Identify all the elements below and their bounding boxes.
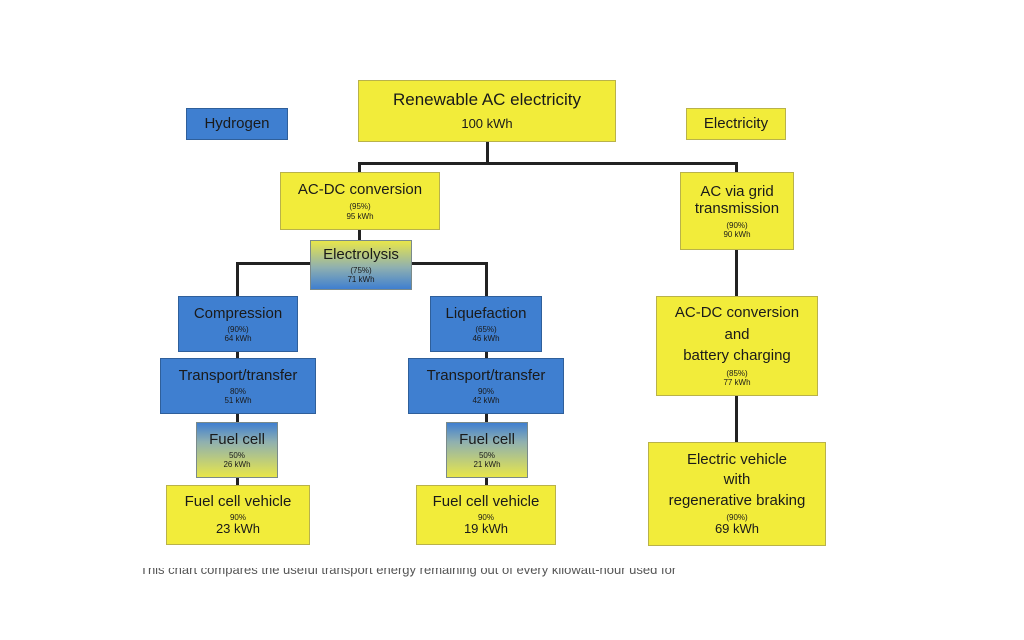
- node-efficiency: 50%: [228, 450, 245, 460]
- node-efficiency: (65%): [475, 324, 497, 334]
- node-efficiency: 90%: [477, 513, 494, 523]
- legend-electricity: Electricity: [686, 108, 786, 140]
- caption: This chart compares the useful transport…: [140, 568, 900, 580]
- node-label: Fuel cell vehicle: [432, 492, 540, 510]
- node-label: Fuel cell: [459, 430, 515, 448]
- node-fuelcell-liquefaction: Fuel cell 50% 21 kWh: [446, 422, 528, 478]
- caption-text: This chart compares the useful transport…: [140, 568, 677, 577]
- node-kwh: 26 kWh: [223, 460, 251, 470]
- node-battery-charging: AC-DC conversion and battery charging (8…: [656, 296, 818, 396]
- connector-root-down: [486, 140, 489, 164]
- node-kwh: 46 kWh: [472, 334, 500, 344]
- legend-hydrogen-label: Hydrogen: [204, 115, 270, 133]
- node-label: Transport/transfer: [178, 366, 298, 384]
- node-efficiency: (75%): [350, 265, 372, 275]
- connector-compression-chain: [236, 350, 239, 488]
- node-label-line1: AC via grid: [700, 182, 774, 200]
- node-kwh: 77 kWh: [723, 378, 751, 388]
- node-label: Transport/transfer: [426, 366, 546, 384]
- node-kwh: 42 kWh: [472, 396, 500, 406]
- node-efficiency: 90%: [229, 513, 246, 523]
- node-renewable-ac: Renewable AC electricity 100 kWh: [358, 80, 616, 142]
- node-label: Electrolysis: [323, 245, 399, 263]
- node-electrolysis: Electrolysis (75%) 71 kWh: [310, 240, 412, 290]
- node-label-line1: AC-DC conversion: [674, 304, 800, 322]
- node-kwh: 64 kWh: [224, 334, 252, 344]
- connector-charging-ev: [735, 394, 738, 444]
- node-efficiency: (90%): [726, 512, 748, 522]
- connector-to-liquefaction: [485, 262, 488, 298]
- node-label-line1: Electric vehicle: [686, 451, 788, 469]
- node-kwh: 51 kWh: [224, 396, 252, 406]
- connector-acdc-electrolysis: [358, 228, 361, 242]
- node-grid-transmission: AC via grid transmission (90%) 90 kWh: [680, 172, 794, 250]
- connector-to-acdc: [358, 162, 361, 174]
- node-kwh: 90 kWh: [723, 230, 751, 240]
- node-label: Fuel cell vehicle: [184, 492, 292, 510]
- node-label: AC-DC conversion: [297, 181, 423, 199]
- node-efficiency: 80%: [229, 386, 246, 396]
- node-label: Renewable AC electricity: [392, 89, 582, 109]
- connector-to-compression: [236, 262, 239, 298]
- legend-hydrogen: Hydrogen: [186, 108, 288, 140]
- node-kwh: 21 kWh: [473, 460, 501, 470]
- node-electric-vehicle: Electric vehicle with regenerative braki…: [648, 442, 826, 546]
- node-label-line3: regenerative braking: [668, 491, 806, 509]
- node-transport-liquefaction: Transport/transfer 90% 42 kWh: [408, 358, 564, 414]
- connector-top-horizontal: [358, 162, 738, 165]
- node-label-line2: and: [724, 325, 750, 343]
- node-fuelcell-compression: Fuel cell 50% 26 kWh: [196, 422, 278, 478]
- connector-grid-charging: [735, 248, 738, 298]
- node-kwh: 71 kWh: [347, 275, 375, 285]
- node-efficiency: (85%): [726, 369, 748, 379]
- node-efficiency: 90%: [477, 386, 494, 396]
- node-transport-compression: Transport/transfer 80% 51 kWh: [160, 358, 316, 414]
- node-kwh: 100 kWh: [461, 116, 513, 132]
- connector-liquefaction-chain: [485, 350, 488, 488]
- node-acdc-conversion: AC-DC conversion (95%) 95 kWh: [280, 172, 440, 230]
- node-label-line2: transmission: [694, 199, 780, 217]
- node-efficiency: (90%): [227, 324, 249, 334]
- node-label-line3: battery charging: [683, 346, 791, 364]
- node-efficiency: 50%: [478, 450, 495, 460]
- node-fuelcell-vehicle-liquefaction: Fuel cell vehicle 90% 19 kWh: [416, 485, 556, 545]
- node-label: Liquefaction: [445, 304, 527, 322]
- node-label-line2: with: [723, 471, 751, 489]
- legend-electricity-label: Electricity: [703, 115, 769, 133]
- node-label: Compression: [193, 304, 283, 322]
- node-efficiency: (90%): [726, 221, 748, 231]
- node-efficiency: (95%): [349, 202, 371, 212]
- node-kwh: 19 kWh: [463, 521, 509, 537]
- node-label: Fuel cell: [209, 430, 265, 448]
- node-kwh: 69 kWh: [714, 521, 760, 536]
- connector-to-grid: [735, 162, 738, 174]
- node-liquefaction: Liquefaction (65%) 46 kWh: [430, 296, 542, 352]
- node-kwh: 95 kWh: [346, 211, 374, 221]
- node-fuelcell-vehicle-compression: Fuel cell vehicle 90% 23 kWh: [166, 485, 310, 545]
- node-kwh: 23 kWh: [215, 521, 261, 537]
- node-compression: Compression (90%) 64 kWh: [178, 296, 298, 352]
